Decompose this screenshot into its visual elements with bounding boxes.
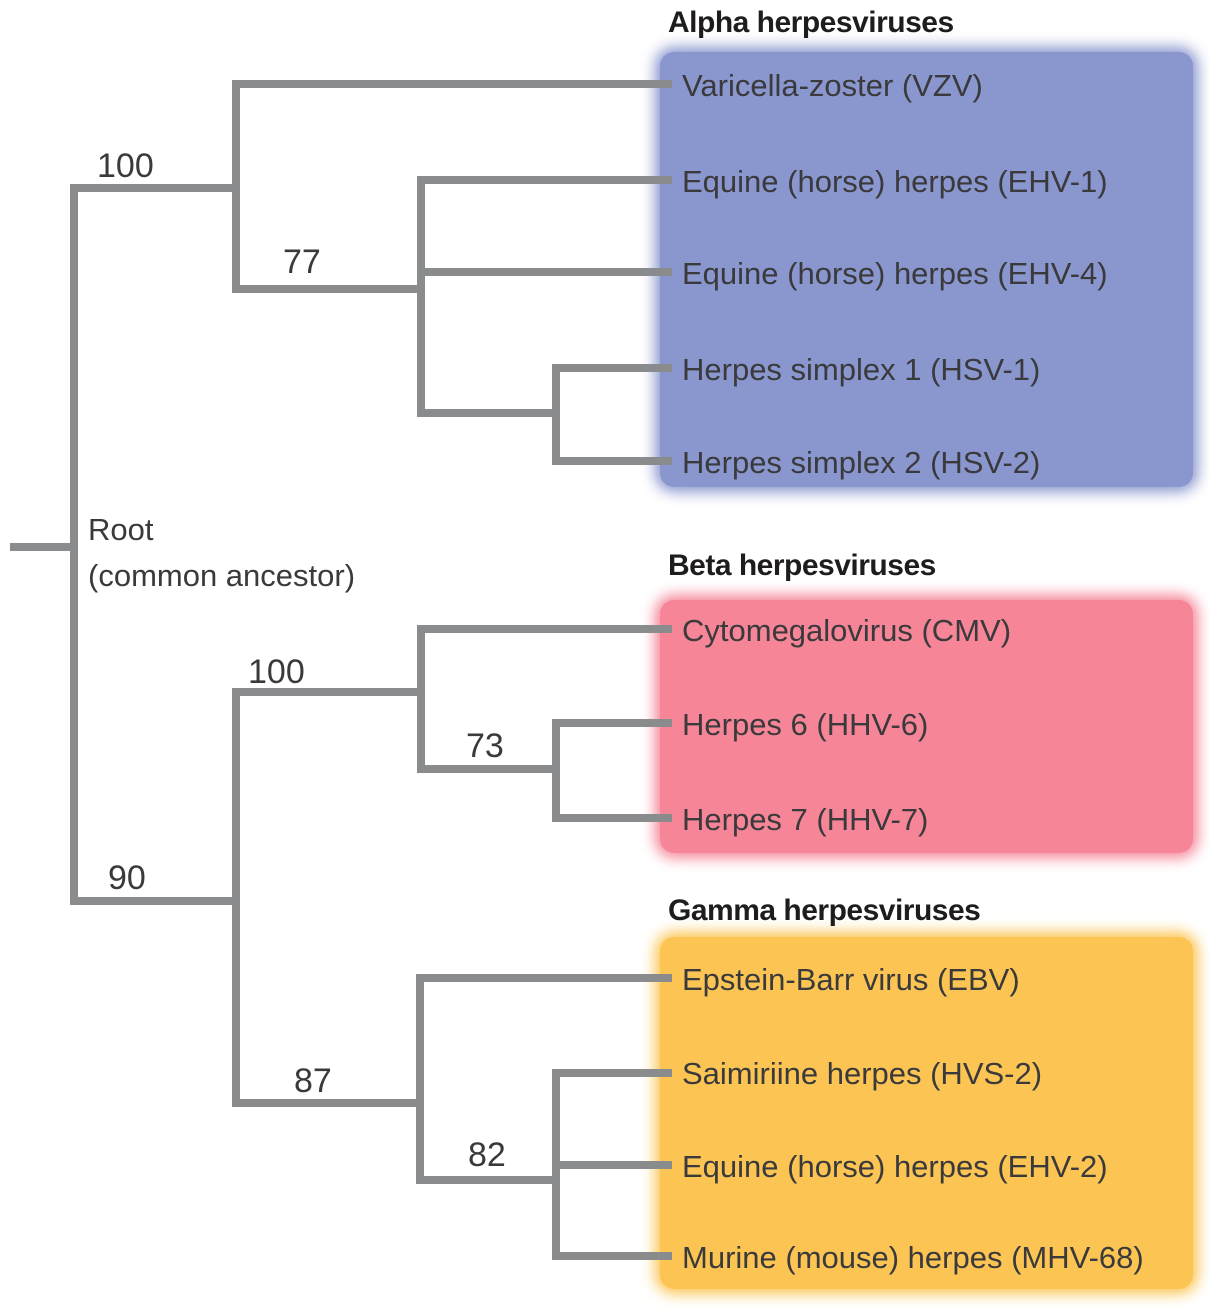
leaf-mhv68: Murine (mouse) herpes (MHV-68)	[682, 1240, 1144, 1275]
leaf-cmv: Cytomegalovirus (CMV)	[682, 613, 1012, 648]
gamma-group-title: Gamma herpesviruses	[668, 894, 981, 927]
support-gamma-clade: 87	[294, 1062, 332, 1100]
root-label-line1: Root	[88, 512, 154, 547]
leaf-ehv2: Equine (horse) herpes (EHV-2)	[682, 1149, 1108, 1184]
support-gamma-inner: 82	[468, 1136, 506, 1174]
leaf-hvs2: Saimiriine herpes (HVS-2)	[682, 1056, 1043, 1091]
root-label: Root (common ancestor)	[88, 507, 355, 599]
leaf-ehv1: Equine (horse) herpes (EHV-1)	[682, 164, 1108, 199]
alpha-group-box	[660, 52, 1193, 487]
leaf-vzv: Varicella-zoster (VZV)	[682, 68, 983, 103]
root-label-line2: (common ancestor)	[88, 558, 356, 593]
leaf-ebv: Epstein-Barr virus (EBV)	[682, 962, 1020, 997]
leaf-hhv7: Herpes 7 (HHV-7)	[682, 802, 929, 837]
leaf-hsv2: Herpes simplex 2 (HSV-2)	[682, 445, 1041, 480]
support-alpha-clade: 100	[97, 147, 154, 185]
beta-group-box	[660, 600, 1193, 853]
leaf-hsv1: Herpes simplex 1 (HSV-1)	[682, 352, 1041, 387]
support-beta-clade: 100	[248, 653, 305, 691]
leaf-ehv4: Equine (horse) herpes (EHV-4)	[682, 256, 1108, 291]
support-beta-gamma-clade: 90	[108, 859, 146, 897]
leaf-hhv6: Herpes 6 (HHV-6)	[682, 707, 929, 742]
beta-group-title: Beta herpesviruses	[668, 549, 936, 582]
alpha-group-title: Alpha herpesviruses	[668, 6, 954, 39]
gamma-group-box	[660, 937, 1193, 1289]
support-alpha-inner: 77	[283, 243, 321, 281]
support-beta-inner: 73	[466, 727, 504, 765]
